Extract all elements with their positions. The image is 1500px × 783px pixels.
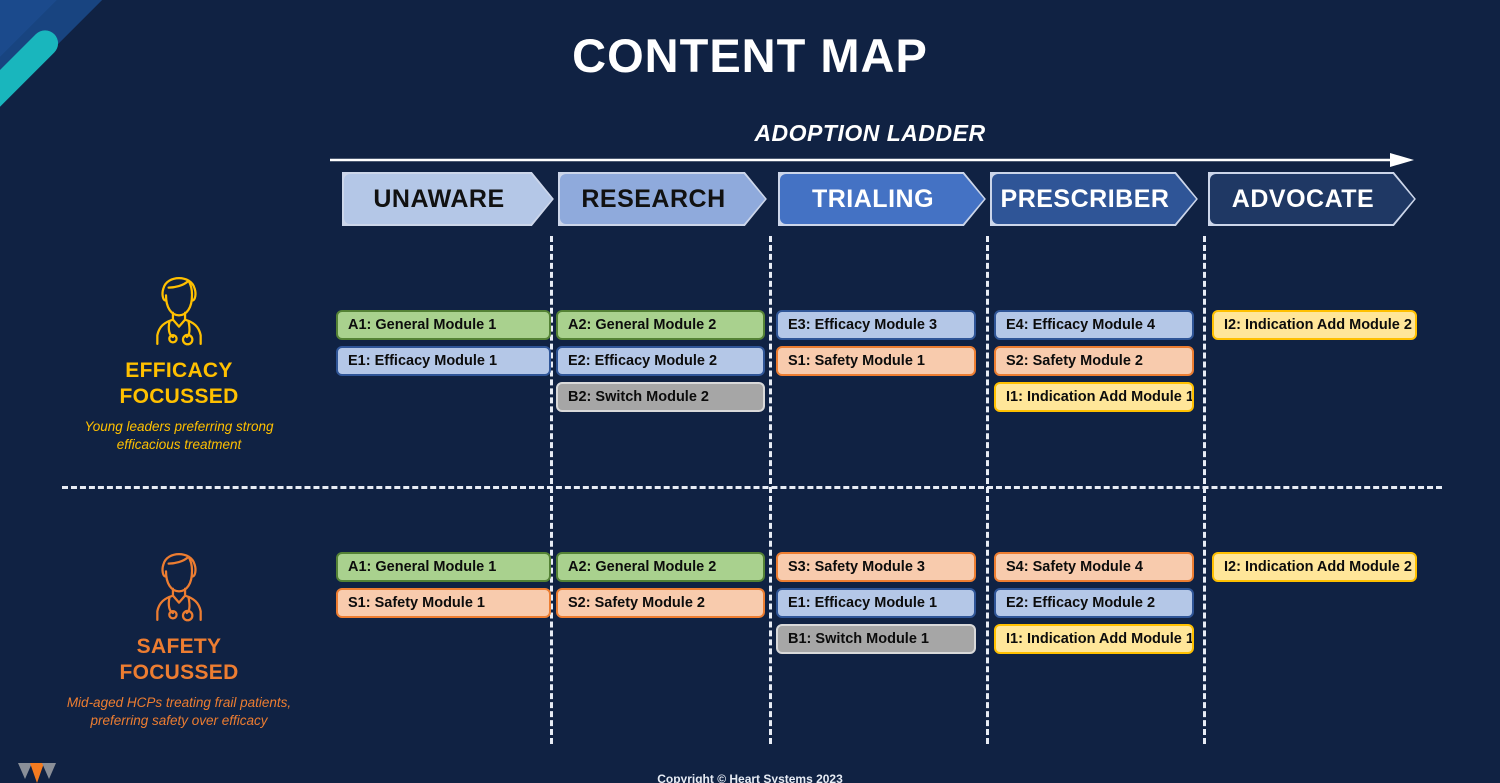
module-pill-switch[interactable]: B1: Switch Module 1 <box>776 624 976 654</box>
module-pill-general[interactable]: A2: General Module 2 <box>556 310 765 340</box>
column-divider-2 <box>769 236 772 744</box>
persona-name-line1: EFFICACY <box>125 359 233 382</box>
persona-icon <box>54 262 304 350</box>
module-pill-general[interactable]: A1: General Module 1 <box>336 310 551 340</box>
persona-name-line1: SAFETY <box>136 635 222 658</box>
module-pill-indication[interactable]: I2: Indication Add Module 2 <box>1212 310 1417 340</box>
module-pill-safety[interactable]: S2: Safety Module 2 <box>556 588 765 618</box>
stage-arrow-shape: UNAWARE <box>342 172 554 226</box>
stage-label: TRIALING <box>811 184 935 213</box>
stage-arrow-shape: PRESCRIBER <box>990 172 1198 226</box>
cell-efficacy-focussed-trialing: E3: Efficacy Module 3 S1: Safety Module 1 <box>776 310 976 376</box>
module-pill-efficacy[interactable]: E2: Efficacy Module 2 <box>994 588 1194 618</box>
module-pill-efficacy[interactable]: E4: Efficacy Module 4 <box>994 310 1194 340</box>
stage-arrow-fill <box>780 174 984 224</box>
module-pill-safety[interactable]: S4: Safety Module 4 <box>994 552 1194 582</box>
stage-arrow-fill <box>560 174 765 224</box>
cell-efficacy-focussed-prescriber: E4: Efficacy Module 4 S2: Safety Module 2… <box>994 310 1194 412</box>
persona-efficacy-focussed: EFFICACY FOCUSSED Young leaders preferri… <box>54 262 304 455</box>
company-logo-icon <box>18 763 56 783</box>
column-divider-1 <box>550 236 553 744</box>
stage-arrow-fill <box>1210 174 1414 224</box>
stage-arrow-prescriber[interactable]: PRESCRIBER <box>990 172 1198 226</box>
column-divider-4 <box>1203 236 1206 744</box>
doctor-persona-icon <box>156 552 202 622</box>
cell-safety-focussed-unaware: A1: General Module 1 S1: Safety Module 1 <box>336 552 551 618</box>
stage-arrow-fill <box>344 174 552 224</box>
module-pill-safety[interactable]: S1: Safety Module 1 <box>776 346 976 376</box>
module-pill-general[interactable]: A1: General Module 1 <box>336 552 551 582</box>
cell-safety-focussed-advocate: I2: Indication Add Module 2 <box>1212 552 1417 582</box>
adoption-stage-row: UNAWARE RESEARCH TRIALING PRESCRIBER ADVOCAT… <box>330 172 1420 228</box>
page-title: CONTENT MAP <box>572 29 928 82</box>
module-pill-indication[interactable]: I1: Indication Add Module 1 <box>994 624 1194 654</box>
module-pill-safety[interactable]: S2: Safety Module 2 <box>994 346 1194 376</box>
persona-description: Young leaders preferring strong efficaci… <box>84 419 274 453</box>
stage-arrow-advocate[interactable]: ADVOCATE <box>1208 172 1416 226</box>
stage-label: PRESCRIBER <box>1000 184 1170 213</box>
stage-arrow-trialing[interactable]: TRIALING <box>778 172 986 226</box>
persona-safety-focussed: SAFETY FOCUSSED Mid-aged HCPs treating f… <box>54 538 304 731</box>
cell-efficacy-focussed-research: A2: General Module 2 E2: Efficacy Module … <box>556 310 765 412</box>
cell-efficacy-focussed-advocate: I2: Indication Add Module 2 <box>1212 310 1417 340</box>
persona-name: SAFETY FOCUSSED <box>54 634 304 685</box>
adoption-ladder-arrow-icon <box>330 153 1414 167</box>
persona-name-line2: FOCUSSED <box>119 384 239 408</box>
module-pill-efficacy[interactable]: E1: Efficacy Module 1 <box>336 346 551 376</box>
decoration-bottom-right <box>1180 166 1500 783</box>
module-pill-safety[interactable]: S1: Safety Module 1 <box>336 588 551 618</box>
doctor-persona-icon <box>156 276 202 346</box>
stage-arrow-shape: TRIALING <box>778 172 986 226</box>
cell-safety-focussed-prescriber: S4: Safety Module 4 E2: Efficacy Module 2… <box>994 552 1194 654</box>
persona-name-line2: FOCUSSED <box>119 660 239 684</box>
cell-efficacy-focussed-unaware: A1: General Module 1 E1: Efficacy Module … <box>336 310 551 376</box>
persona-name: EFFICACY FOCUSSED <box>54 358 304 409</box>
stage-label: ADVOCATE <box>1231 184 1375 213</box>
module-pill-safety[interactable]: S3: Safety Module 3 <box>776 552 976 582</box>
copyright-footer: Copyright © Heart Systems 2023 <box>657 772 843 783</box>
stage-label: UNAWARE <box>373 184 505 213</box>
module-pill-indication[interactable]: I1: Indication Add Module 1 <box>994 382 1194 412</box>
module-pill-general[interactable]: A2: General Module 2 <box>556 552 765 582</box>
stage-arrow-fill <box>992 174 1196 224</box>
cell-safety-focussed-trialing: S3: Safety Module 3 E1: Efficacy Module 1… <box>776 552 976 654</box>
column-divider-3 <box>986 236 989 744</box>
stage-arrow-research[interactable]: RESEARCH <box>558 172 767 226</box>
stage-arrow-unaware[interactable]: UNAWARE <box>342 172 554 226</box>
row-divider <box>62 486 1442 489</box>
cell-safety-focussed-research: A2: General Module 2 S2: Safety Module 2 <box>556 552 765 618</box>
blue-diagonal-band-br <box>1479 166 1500 783</box>
module-pill-efficacy[interactable]: E1: Efficacy Module 1 <box>776 588 976 618</box>
module-pill-switch[interactable]: B2: Switch Module 2 <box>556 382 765 412</box>
module-pill-efficacy[interactable]: E3: Efficacy Module 3 <box>776 310 976 340</box>
stage-label: RESEARCH <box>581 184 726 213</box>
stage-arrow-shape: RESEARCH <box>558 172 767 226</box>
module-pill-indication[interactable]: I2: Indication Add Module 2 <box>1212 552 1417 582</box>
persona-icon <box>54 538 304 626</box>
persona-description: Mid-aged HCPs treating frail patients, p… <box>66 695 292 729</box>
stage-arrow-shape: ADVOCATE <box>1208 172 1416 226</box>
adoption-ladder-label: ADOPTION LADDER <box>754 120 986 146</box>
module-pill-efficacy[interactable]: E2: Efficacy Module 2 <box>556 346 765 376</box>
